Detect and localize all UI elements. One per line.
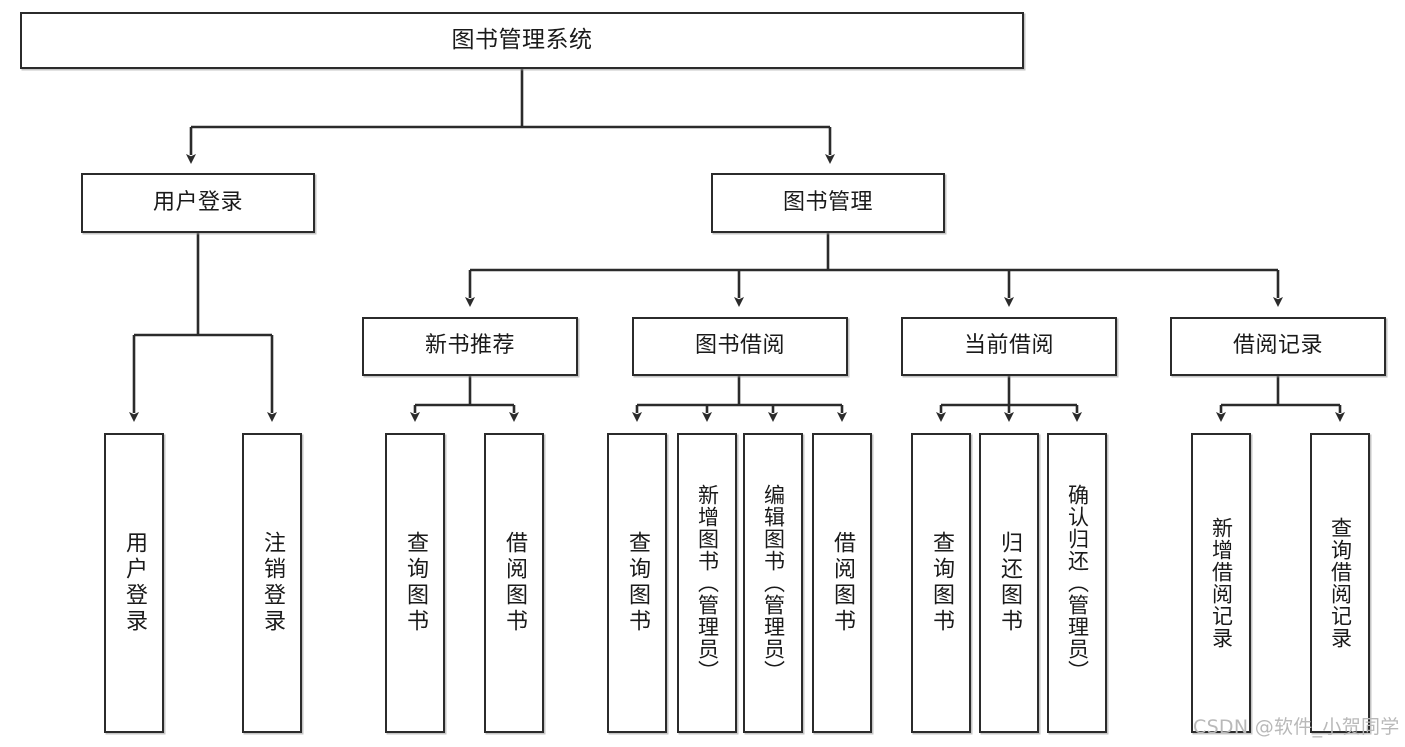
node-borrow-record[interactable]: 借阅记录 <box>1170 317 1386 376</box>
node-label: 注销登录 <box>260 531 285 635</box>
node-label: 借阅图书 <box>830 531 855 635</box>
leaf-user-login[interactable]: 用户登录 <box>104 433 164 733</box>
leaf-add-borrow-record[interactable]: 新增借阅记录 <box>1191 433 1251 733</box>
node-label: 编辑图书（管理员） <box>761 484 786 682</box>
node-label: 图书管理 <box>782 189 873 215</box>
node-label: 查询图书 <box>625 531 650 635</box>
node-label: 用户登录 <box>122 531 147 635</box>
node-label: 图书管理系统 <box>451 26 593 53</box>
node-label: 当前借阅 <box>963 333 1054 359</box>
node-book-borrow[interactable]: 图书借阅 <box>632 317 848 376</box>
node-label: 新书推荐 <box>424 333 515 359</box>
leaf-return-book[interactable]: 归还图书 <box>979 433 1039 733</box>
csdn-watermark: CSDN @软件_小贺同学 <box>1193 716 1400 738</box>
node-book-management[interactable]: 图书管理 <box>711 173 945 233</box>
leaf-confirm-return-admin[interactable]: 确认归还（管理员） <box>1047 433 1107 733</box>
node-label: 查询图书 <box>403 531 428 635</box>
leaf-query-book-borrow[interactable]: 查询图书 <box>607 433 667 733</box>
node-label: 查询借阅记录 <box>1328 517 1353 649</box>
node-label: 新增图书（管理员） <box>695 484 720 682</box>
node-new-book-recommend[interactable]: 新书推荐 <box>362 317 578 376</box>
node-label: 确认归还（管理员） <box>1065 484 1090 682</box>
node-label: 借阅图书 <box>502 531 527 635</box>
leaf-add-book-admin[interactable]: 新增图书（管理员） <box>677 433 737 733</box>
node-root-book-management-system[interactable]: 图书管理系统 <box>20 12 1024 69</box>
node-label: 用户登录 <box>152 189 243 215</box>
node-current-borrow[interactable]: 当前借阅 <box>901 317 1117 376</box>
leaf-edit-book-admin[interactable]: 编辑图书（管理员） <box>743 433 803 733</box>
leaf-query-book-current[interactable]: 查询图书 <box>911 433 971 733</box>
node-label: 归还图书 <box>997 531 1022 635</box>
node-label: 新增借阅记录 <box>1209 517 1234 649</box>
leaf-borrow-book-new-recommend[interactable]: 借阅图书 <box>484 433 544 733</box>
node-label: 图书借阅 <box>694 333 785 359</box>
leaf-query-borrow-record[interactable]: 查询借阅记录 <box>1310 433 1370 733</box>
node-label: 借阅记录 <box>1232 333 1323 359</box>
leaf-borrow-book-borrow[interactable]: 借阅图书 <box>812 433 872 733</box>
leaf-user-logout[interactable]: 注销登录 <box>242 433 302 733</box>
node-user-login[interactable]: 用户登录 <box>81 173 315 233</box>
leaf-query-book-new-recommend[interactable]: 查询图书 <box>385 433 445 733</box>
node-label: 查询图书 <box>929 531 954 635</box>
